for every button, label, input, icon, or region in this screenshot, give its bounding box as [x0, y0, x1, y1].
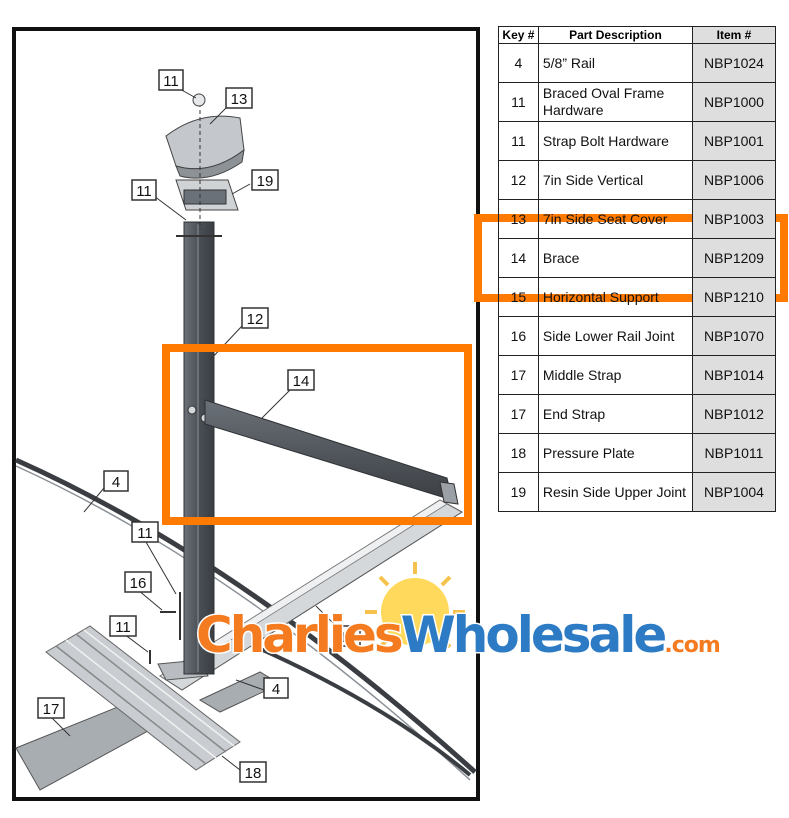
- cell-description: Middle Strap: [537, 355, 694, 395]
- cell-key: 16: [498, 316, 539, 356]
- cell-item: NBP1070: [692, 316, 776, 356]
- callout-label: 11: [136, 183, 152, 200]
- table-row: 15 Horizontal Support NBP1210: [498, 277, 776, 317]
- brace-end: [439, 481, 459, 505]
- cell-key: 11: [498, 82, 539, 122]
- sun-icon: [365, 562, 465, 649]
- cell-description: 7in Side Vertical: [537, 160, 694, 200]
- highlight-box-brace-diagram: [162, 344, 472, 525]
- cell-key: 19: [498, 472, 539, 512]
- cap-bolt: [192, 93, 206, 107]
- cell-item: NBP1209: [692, 238, 776, 278]
- cell-description: 7in Side Seat Cover: [537, 199, 694, 239]
- callout-label: 18: [245, 765, 262, 782]
- post-bolt: [187, 405, 197, 415]
- cell-description: Pressure Plate: [537, 433, 694, 473]
- callout-label: 11: [137, 525, 153, 542]
- side-vertical-post: [183, 221, 215, 675]
- plate-ridge: [65, 639, 217, 759]
- cell-key: 15: [498, 277, 539, 317]
- table-row: 14 Brace NBP1209: [498, 238, 776, 278]
- plate-ridge: [75, 633, 227, 753]
- cell-key: 18: [498, 433, 539, 473]
- horizontal-support-top: [159, 499, 448, 681]
- callout-label: 11: [115, 619, 131, 636]
- callout-label: 14: [293, 373, 310, 390]
- leader-lines: [49, 87, 345, 771]
- curved-rail-left-edge: [15, 465, 471, 781]
- table-row: 19 Resin Side Upper Joint NBP1004: [498, 472, 776, 512]
- callout-label: 15: [339, 629, 356, 646]
- table-row: 18 Pressure Plate NBP1011: [498, 433, 776, 473]
- callout-label: 4: [112, 474, 120, 491]
- callout-labels: 11 13 11 19 12 14 4 11 16 11 15 4 17 18: [37, 69, 361, 783]
- cell-item: NBP1001: [692, 121, 776, 161]
- curved-rail-right: [239, 638, 472, 777]
- cell-description: Strap Bolt Hardware: [537, 121, 694, 161]
- cell-description: Brace: [537, 238, 694, 278]
- callout-label: 16: [130, 575, 147, 592]
- table-row: 11 Strap Bolt Hardware NBP1001: [498, 121, 776, 161]
- cell-item: NBP1012: [692, 394, 776, 434]
- cell-key: 4: [498, 43, 539, 83]
- callout-label: 4: [272, 681, 280, 698]
- table-header-row: Key # Part Description Item #: [498, 26, 776, 44]
- cell-item: NBP1014: [692, 355, 776, 395]
- cell-item: NBP1004: [692, 472, 776, 512]
- upper-joint: [175, 179, 239, 211]
- cell-item: NBP1210: [692, 277, 776, 317]
- cell-key: 17: [498, 355, 539, 395]
- cell-description: Horizontal Support: [537, 277, 694, 317]
- callout-label: 13: [231, 91, 248, 108]
- diagram-frame: [12, 27, 480, 801]
- callout-label: 17: [43, 701, 60, 718]
- watermark-logo: CharliesWholesale.com: [195, 562, 722, 666]
- cell-key: 12: [498, 160, 539, 200]
- cell-description: Resin Side Upper Joint: [537, 472, 694, 512]
- plate-ridge: [83, 629, 235, 747]
- callout-label: 12: [247, 311, 264, 328]
- table-row: 4 5/8” Rail NBP1024: [498, 43, 776, 83]
- callout-label: 11: [163, 73, 179, 90]
- table-row: 16 Side Lower Rail Joint NBP1070: [498, 316, 776, 356]
- table-row: 13 7in Side Seat Cover NBP1003: [498, 199, 776, 239]
- brace: [204, 399, 453, 501]
- header-item: Item #: [692, 26, 776, 44]
- cell-item: NBP1000: [692, 82, 776, 122]
- cell-item: NBP1003: [692, 199, 776, 239]
- callout-label: 19: [257, 173, 274, 190]
- cell-item: NBP1011: [692, 433, 776, 473]
- plate-ridge: [55, 645, 207, 765]
- header-key: Key #: [498, 26, 539, 44]
- table-row: 11 Braced Oval Frame Hardware NBP1000: [498, 82, 776, 122]
- seat-cover: [165, 115, 245, 179]
- cell-description: Side Lower Rail Joint: [537, 316, 694, 356]
- cell-key: 17: [498, 394, 539, 434]
- header-description: Part Description: [537, 26, 694, 44]
- table-row: 12 7in Side Vertical NBP1006: [498, 160, 776, 200]
- cell-item: NBP1006: [692, 160, 776, 200]
- cell-description: Braced Oval Frame Hardware: [537, 82, 694, 122]
- cell-key: 14: [498, 238, 539, 278]
- cell-item: NBP1024: [692, 43, 776, 83]
- svg-text:CharliesWholesale.com: CharliesWholesale.com: [196, 606, 720, 664]
- cell-key: 13: [498, 199, 539, 239]
- table-row: 17 End Strap NBP1012: [498, 394, 776, 434]
- curved-rail-left: [14, 457, 477, 774]
- cell-key: 11: [498, 121, 539, 161]
- table-row: 17 Middle Strap NBP1014: [498, 355, 776, 395]
- cell-description: End Strap: [537, 394, 694, 434]
- cell-description: 5/8” Rail: [537, 43, 694, 83]
- parts-table: Key # Part Description Item # 4 5/8” Rai…: [498, 26, 776, 512]
